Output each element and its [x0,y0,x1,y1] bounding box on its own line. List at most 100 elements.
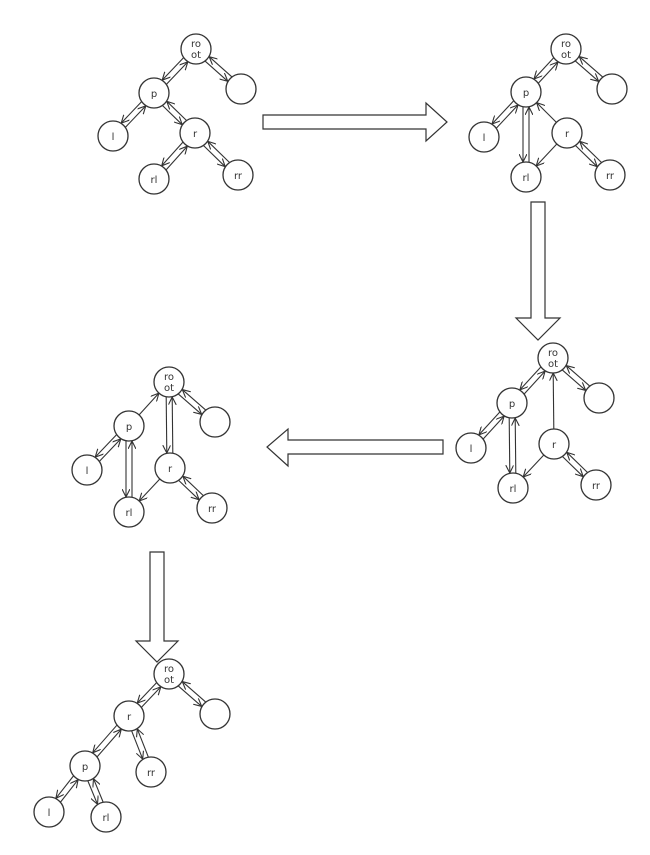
stage5-edge-p-to-r [96,729,121,758]
stage2-edge-r-to-rr [575,145,598,167]
stage2-node-r-label: r [565,129,570,140]
stage2-node-l-label: l [483,133,486,144]
stage2-node-root-label-1: ro [561,39,571,50]
stage1-node-rr: rr [222,159,254,191]
stage1-node-p: p [138,77,170,109]
stage4-node-r: r [154,452,186,484]
stage4-node-p-label: p [126,422,132,433]
stage4-node-sib [199,406,231,438]
stage4-node-rl-label: rl [126,508,133,519]
stage3-node-p: p [496,387,528,419]
stage3-edge-root-to-sib [562,369,585,390]
stage3-node-r: r [538,428,570,460]
stage5-edge-sib-to-root [182,682,206,703]
stage4-node-l: l [71,454,103,486]
stage5-node-p-label: p [82,762,88,773]
stage3-edge-r-to-root [553,373,554,430]
stage5-node-rr-label: rr [147,768,156,779]
stage5-edge-p-to-l [56,775,74,798]
stage3-edge-rr-to-r [567,452,588,473]
stage5-edge-rr-to-r [137,729,149,758]
stage5-node-l-label: l [48,808,51,819]
stage5-edge-root-to-r [137,682,157,703]
stage3-node-l: l [455,432,487,464]
stage1-node-r: r [179,117,211,149]
stage3-node-r-label: r [552,440,557,451]
stage5-edge-rl-to-p [94,779,104,803]
stage1-node-rl-label: rl [151,175,158,186]
stage4-edge-r-to-root [172,397,173,454]
stage4-node-rr: rr [196,492,228,524]
stage4-edge-r-to-rr [178,480,199,500]
stage3-edge-l-to-p [482,416,504,440]
stage3-node-sib [583,382,615,414]
stage5-edge-root-to-sib [178,685,201,706]
stage1-edge-root-to-sib [204,60,228,81]
stage5-edge-p-to-rl [87,780,98,804]
stage1-node-r-label: r [193,129,198,140]
stage3-node-rr: rr [580,469,612,501]
stage1-edge-r-to-rr [203,145,226,167]
stage4-node-p: p [113,410,145,442]
stage3-edge-r-to-rr [562,456,584,477]
stage3-edge-p-to-rl [509,417,510,473]
stage4-edge-p-to-l [95,434,117,457]
stage5-node-p: p [69,750,101,782]
stage4-edge-root-to-r [166,396,167,453]
stage2-edge-root-to-p [534,57,555,79]
stage1-node-rr-label: rr [234,171,243,182]
stage5-node-root-label-1: ro [164,664,174,675]
stage4-edge-root-to-sib [178,393,201,414]
stage2-node-r: r [551,117,583,149]
stage2-edge-r-to-rl [536,143,558,166]
stage4-node-rl: rl [113,496,145,528]
stage2-edge-p-to-root [537,62,558,84]
stage1-edge-p-to-l [121,101,142,123]
transition-arrow-2 [514,201,562,341]
stage2-node-sib [596,73,628,105]
stage2-node-rr: rr [594,159,626,191]
stage4-edge-p-to-root [138,393,159,416]
stage5-node-r: r [113,700,145,732]
stage1-node-l: l [97,120,129,152]
stage4-node-root-label-2: ot [164,383,174,394]
stage1-edge-l-to-p [125,106,146,128]
stage4-node-rr-label: rr [208,504,217,515]
stage1-edge-rr-to-r [208,141,230,163]
stage2-node-root-label-2: ot [561,50,571,61]
stage1-edge-p-to-root [166,62,188,85]
transition-arrow-4 [134,551,180,663]
stage3-edge-sib-to-root [566,366,590,387]
stage3-node-p-label: p [509,399,515,410]
stage3-edge-rl-to-p [515,418,516,474]
stage3-node-root-label-1: ro [548,348,558,359]
stage3-node-rr-label: rr [592,481,601,492]
stage3-edge-p-to-l [479,411,501,435]
stage1-node-p-label: p [151,89,157,100]
stage2-edge-rr-to-r [580,141,602,163]
stage2-node-rr-label: rr [606,171,615,182]
stage5-node-l: l [33,796,65,828]
stage3-edge-r-to-rl [523,454,545,477]
stage4-edge-r-to-rl [139,478,161,501]
stage1-node-l-label: l [112,132,115,143]
stage1-node-sib [225,73,257,105]
stage3-node-rl-label: rl [510,484,517,495]
stage5-edge-r-to-root [141,687,161,708]
stage1-node-rl: rl [138,163,170,195]
stage1-edge-rl-to-r [165,146,187,171]
stage2-edge-r-to-p [537,103,557,123]
stage3-node-l-label: l [470,444,473,455]
stage2-node-p-label: p [523,88,529,99]
stage2-node-rl-label: rl [523,173,530,184]
stage5-node-root-label-2: ot [164,675,174,686]
stage4-edge-rr-to-r [183,476,204,496]
transition-arrow-3 [266,427,444,468]
stage4-node-root-label-1: ro [164,372,174,383]
stage1-edge-root-to-p [162,57,184,80]
